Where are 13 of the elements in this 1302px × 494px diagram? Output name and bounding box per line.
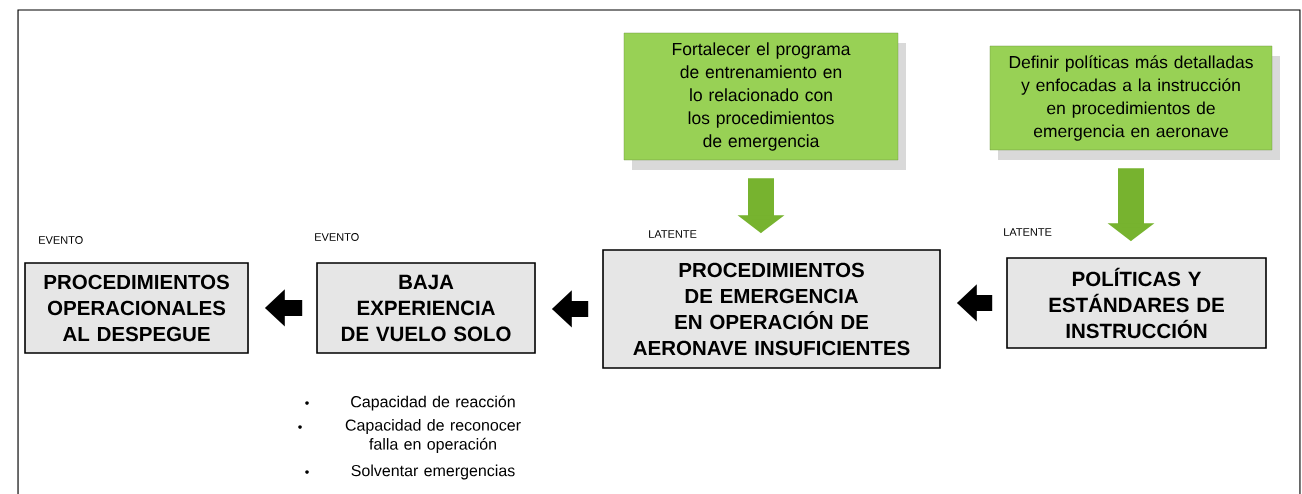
bullet-item: Capacidad de reconocer falla en operación bbox=[345, 419, 521, 453]
bullet-item: Solventar emergencias bbox=[351, 464, 515, 480]
recommendation-box: Fortalecer el programa de entrenamiento en lo relacionado con los procedimientos de emergencia bbox=[623, 32, 899, 161]
category-label: LATENTE bbox=[1004, 228, 1052, 236]
bullet-item: Capacidad de reacción bbox=[351, 395, 515, 411]
recommendation-box: Definir políticas más detalladas y enfocadas a la instrucción en procedimientos de emergencia en aeronave bbox=[989, 45, 1273, 151]
category-label: LATENTE bbox=[649, 230, 697, 238]
factor-box: PROCEDIMIENTOS DE EMERGENCIA EN OPERACIÓN DE AERONAVE INSUFICIENTES bbox=[602, 249, 941, 369]
factor-box: PROCEDIMIENTOS OPERACIONALES AL DESPEGUE bbox=[24, 262, 249, 354]
factor-box: BAJA EXPERIENCIA DE VUELO SOLO bbox=[316, 262, 536, 354]
factor-box: POLÍTICAS Y ESTÁNDARES DE INSTRUCCIÓN bbox=[1006, 257, 1267, 349]
category-label: EVENTO bbox=[39, 236, 83, 244]
category-label: EVENTO bbox=[315, 233, 359, 241]
